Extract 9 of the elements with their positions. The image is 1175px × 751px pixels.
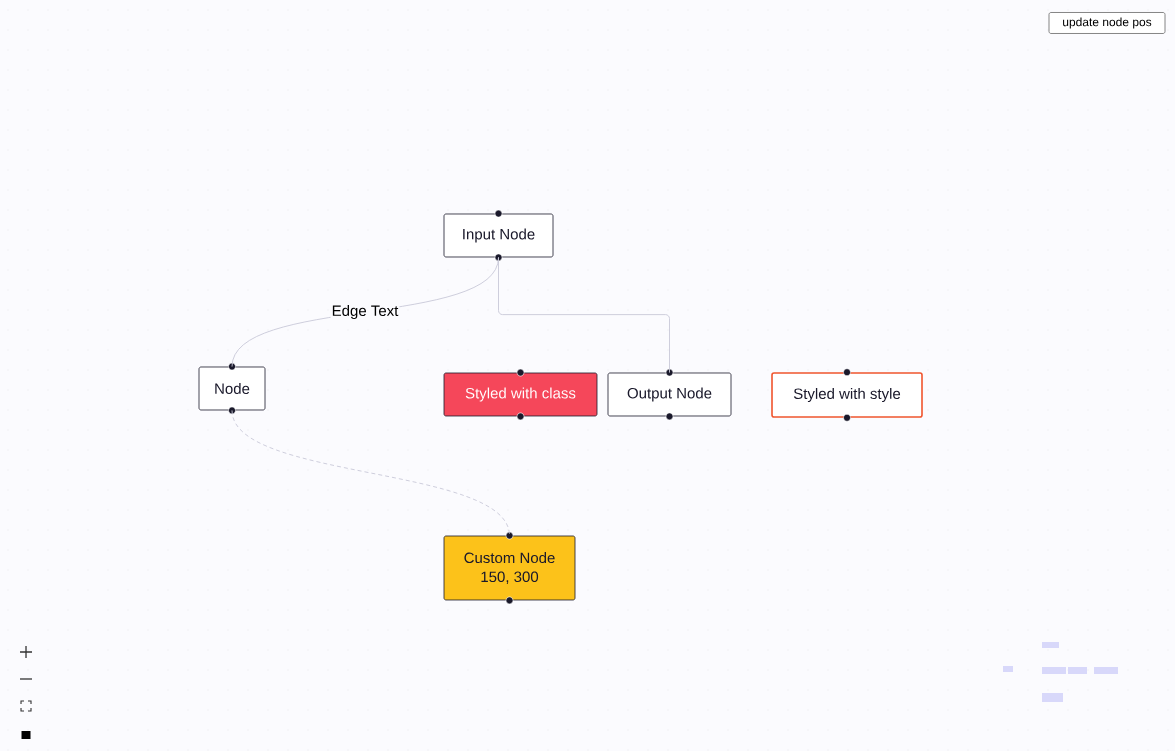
edge-label: Edge Text [332, 305, 399, 319]
node-box: Input Node [443, 209, 554, 262]
node-box: Styled with style [771, 368, 923, 422]
node-box: Custom Node 150, 300 [443, 531, 576, 605]
update-button: update node pos [1048, 12, 1166, 34]
connector-line [498, 256, 670, 374]
node-box: Node [198, 362, 266, 415]
node-box: Output Node [607, 368, 732, 421]
node-box: Styled with class [443, 368, 598, 421]
